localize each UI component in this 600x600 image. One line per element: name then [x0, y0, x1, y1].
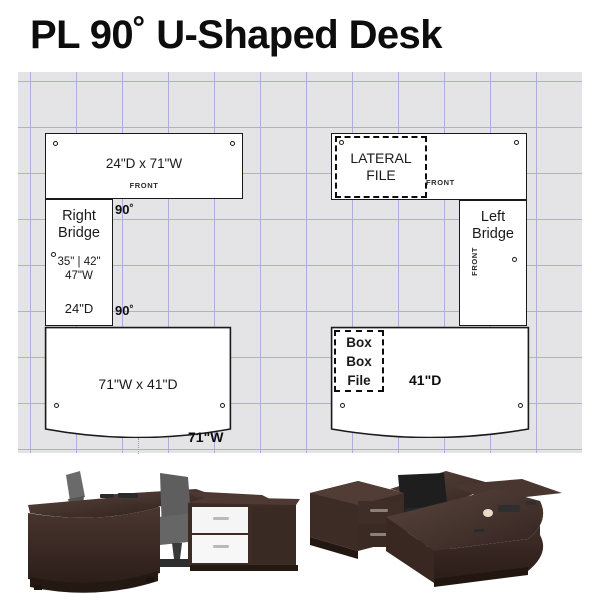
- panel-left-bridge-label-line2: Bridge: [472, 226, 514, 242]
- panel-bottom-right-desk-label: 41"D: [409, 372, 442, 388]
- front-tag: FRONT: [470, 247, 479, 276]
- front-tag: FRONT: [129, 181, 159, 190]
- panel-right-bridge-label-line2: Bridge: [58, 225, 100, 241]
- panel-bottom-left-desk[interactable]: [44, 326, 232, 438]
- page-title: PL 90˚ U-Shaped Desk: [30, 13, 442, 57]
- grommet-icon: [518, 403, 523, 408]
- grommet-icon: [53, 141, 58, 146]
- u-shaped-desk-photo-right-view[interactable]: [300, 455, 600, 600]
- panel-right-bridge-dim-line3: 24"D: [64, 301, 94, 316]
- grommet-icon: [339, 140, 344, 145]
- front-tag: FRONT: [426, 178, 455, 187]
- grommet-icon: [230, 141, 235, 146]
- pedestal-box-box-file[interactable]: Box Box File: [334, 330, 384, 392]
- product-photo-strip: [0, 455, 600, 600]
- center-tick: [138, 438, 139, 454]
- panel-right-bridge-dim-line2: 47"W: [65, 270, 93, 282]
- panel-top-left-credenza[interactable]: 24"D x 71"W FRONT: [45, 133, 243, 199]
- grommet-icon: [51, 252, 56, 257]
- panel-right-bridge-label-line1: Right: [62, 208, 96, 224]
- panel-right-bridge[interactable]: Right Bridge 35" | 42" 47"W 24"D: [45, 199, 113, 326]
- pedestal-lateral-file-label-line2: FILE: [366, 167, 396, 183]
- panel-left-bridge-label-line1: Left: [480, 209, 506, 225]
- u-shaped-desk-photo-left-view[interactable]: [0, 455, 300, 600]
- panel-top-right-credenza[interactable]: FRONT: [331, 133, 527, 200]
- angle-label-lower: 90˚: [115, 303, 134, 318]
- grommet-icon: [512, 257, 517, 262]
- pedestal-lateral-file[interactable]: LATERAL FILE: [335, 136, 427, 198]
- grommet-icon: [514, 140, 519, 145]
- panel-top-left-credenza-label: 24"D x 71"W: [105, 156, 183, 171]
- panel-bottom-right-desk[interactable]: [330, 326, 530, 438]
- panel-left-bridge[interactable]: Left Bridge FRONT: [459, 200, 527, 326]
- grommet-icon: [340, 403, 345, 408]
- pedestal-box-box-file-line3: File: [347, 373, 371, 388]
- angle-label-upper: 90˚: [115, 202, 134, 217]
- dimension-callout-width: 71"W: [188, 429, 224, 445]
- pedestal-box-box-file-line1: Box: [346, 335, 372, 350]
- grommet-icon: [54, 403, 59, 408]
- pedestal-box-box-file-line2: Box: [346, 354, 372, 369]
- title-bar: PL 90˚ U-Shaped Desk: [0, 0, 600, 72]
- grommet-icon: [220, 403, 225, 408]
- top-down-layout-diagram: 24"D x 71"W FRONT FRONT LATERAL FILE Rig…: [18, 72, 582, 454]
- panel-right-bridge-dim-line1: 35" | 42": [57, 256, 101, 268]
- pedestal-lateral-file-label-line1: LATERAL: [350, 150, 412, 166]
